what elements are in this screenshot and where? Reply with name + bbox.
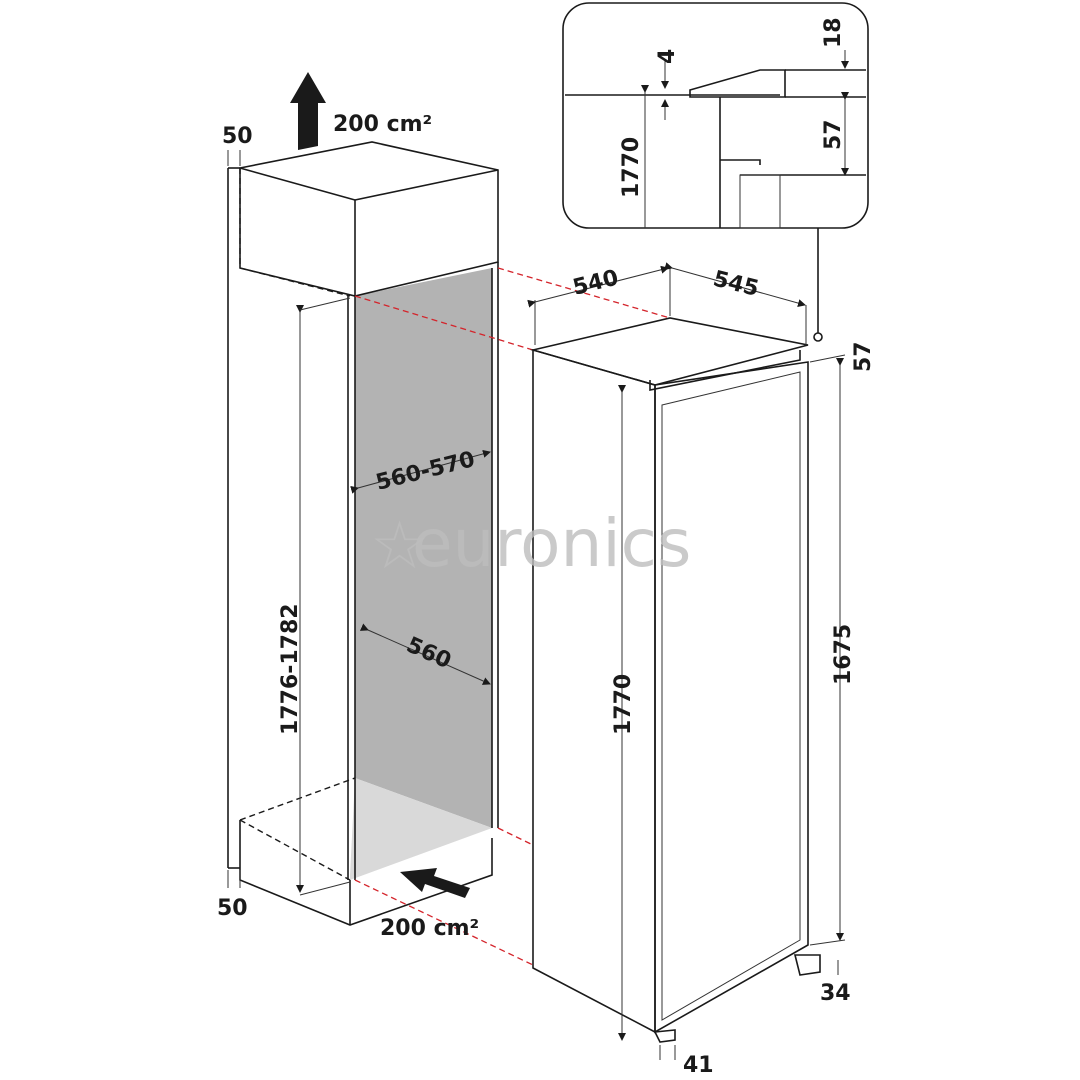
inset-height-label: 1770 — [619, 137, 644, 198]
bottom-vent-label: 200 cm² — [380, 916, 479, 941]
inset-top-label: 18 — [821, 17, 846, 48]
appliance-height-label: 1770 — [611, 674, 636, 735]
air-inlet-arrow — [400, 868, 470, 898]
inset-gap-label: 4 — [655, 49, 680, 64]
appliance — [527, 228, 846, 1060]
cabinet-back-wall — [355, 268, 492, 828]
watermark-star-icon: ☆ — [370, 507, 429, 584]
cabinet — [227, 72, 499, 926]
appliance-width-label: 540 — [570, 265, 621, 300]
detail-inset — [562, 2, 869, 229]
appliance-side — [532, 348, 656, 1034]
front-offset-label: 41 — [683, 1053, 714, 1078]
top-cabinet-box — [239, 141, 499, 297]
detail-callout-marker — [813, 332, 823, 342]
top-vent-label: 200 cm² — [333, 112, 432, 137]
inset-offset-label: 57 — [821, 119, 846, 150]
appliance-depth-label: 545 — [711, 267, 762, 302]
door-bottom-label: 34 — [820, 981, 851, 1006]
appliance-top — [529, 317, 809, 386]
cabinet-height-label: 1776-1782 — [278, 603, 303, 735]
appliance-top-offset-label: 57 — [851, 341, 876, 372]
cabinet-top-gap-label: 50 — [222, 124, 253, 149]
door-height-label: 1675 — [831, 624, 856, 685]
alignment-lines — [354, 267, 671, 966]
appliance-door — [654, 361, 809, 1034]
watermark: euronics — [412, 505, 691, 582]
cabinet-bottom-gap-label: 50 — [217, 896, 248, 921]
air-outlet-arrow — [290, 72, 326, 150]
cabinet-floor — [350, 778, 492, 880]
